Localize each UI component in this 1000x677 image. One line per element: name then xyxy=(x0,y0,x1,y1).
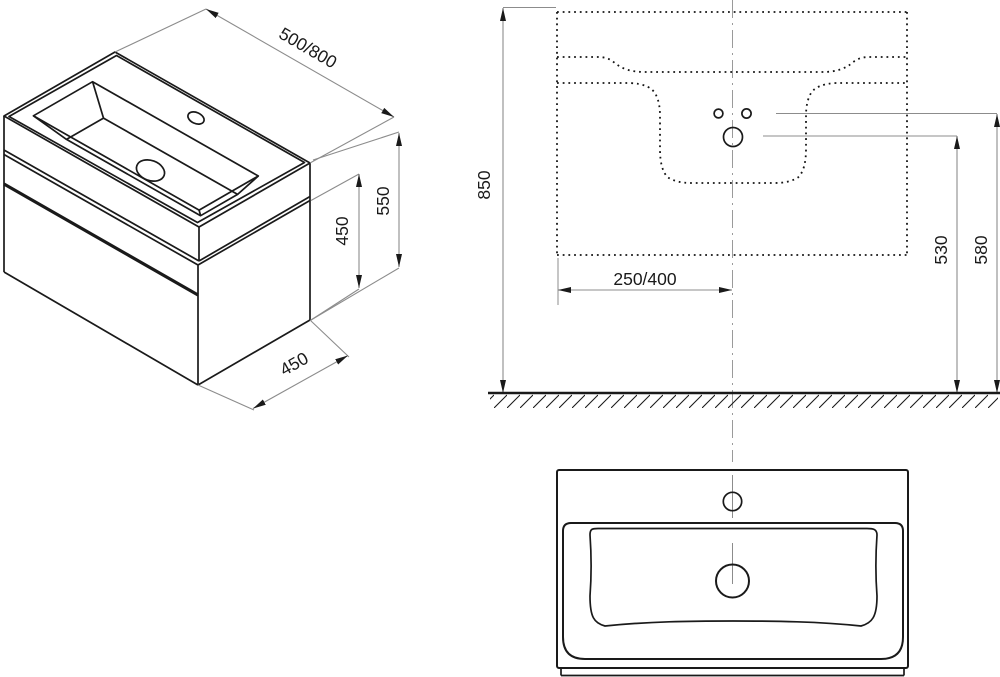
plan-drain-hole xyxy=(715,563,750,599)
plan-bowl-rim xyxy=(562,522,904,660)
floor-hatching xyxy=(490,393,998,411)
dim-center-offset: 250/400 xyxy=(557,258,732,305)
depth-dim-label: 450 xyxy=(276,348,311,380)
top-view xyxy=(556,469,909,677)
faucet-height-dim-label: 580 xyxy=(971,235,991,264)
bowl-profile-dotted xyxy=(557,82,907,184)
isometric-view: 500/800 550 450 450 xyxy=(3,8,402,411)
drain-height-dim-label: 530 xyxy=(931,235,951,264)
basin-deck-profile-dotted xyxy=(557,56,907,73)
basin-rim-inner-line xyxy=(8,54,306,224)
plan-bowl-floor xyxy=(589,527,878,627)
width-dim-label: 500/800 xyxy=(276,23,341,72)
cabinet-bottom-edges xyxy=(3,163,311,386)
dim-drain-height: 530 xyxy=(931,136,960,393)
dim-width: 500/800 xyxy=(114,8,395,164)
dim-depth: 450 xyxy=(197,319,350,411)
mounting-height-dim-label: 850 xyxy=(474,170,494,199)
plan-front-strip xyxy=(560,668,905,677)
center-offset-dim-label: 250/400 xyxy=(613,269,677,289)
drain-hole xyxy=(135,159,166,182)
faucet-fixing-hole-left xyxy=(713,108,724,119)
plan-faucet-hole xyxy=(722,491,743,512)
dim-mounting-height: 850 xyxy=(474,7,556,393)
total-height-dim-label: 550 xyxy=(373,186,393,215)
cabinet-outline-dotted xyxy=(556,11,908,256)
dim-faucet-height: 580 xyxy=(971,114,1000,393)
basin-front-edge xyxy=(3,116,311,272)
basin-plan-outline xyxy=(556,469,909,669)
bowl-wall-edges xyxy=(32,81,259,216)
cabinet-top-edge xyxy=(3,153,311,385)
dim-total-height: 550 xyxy=(310,131,402,321)
cabinet-height-dim-label: 450 xyxy=(332,216,352,245)
front-elevation-view: 850 530 580 250/400 xyxy=(474,0,1000,462)
faucet-fixing-hole-right xyxy=(741,108,752,119)
faucet-hole xyxy=(187,111,205,125)
drain-outlet-circle xyxy=(722,126,744,148)
dim-cabinet-height: 450 xyxy=(310,173,362,321)
drawer-gap-line xyxy=(3,182,199,297)
